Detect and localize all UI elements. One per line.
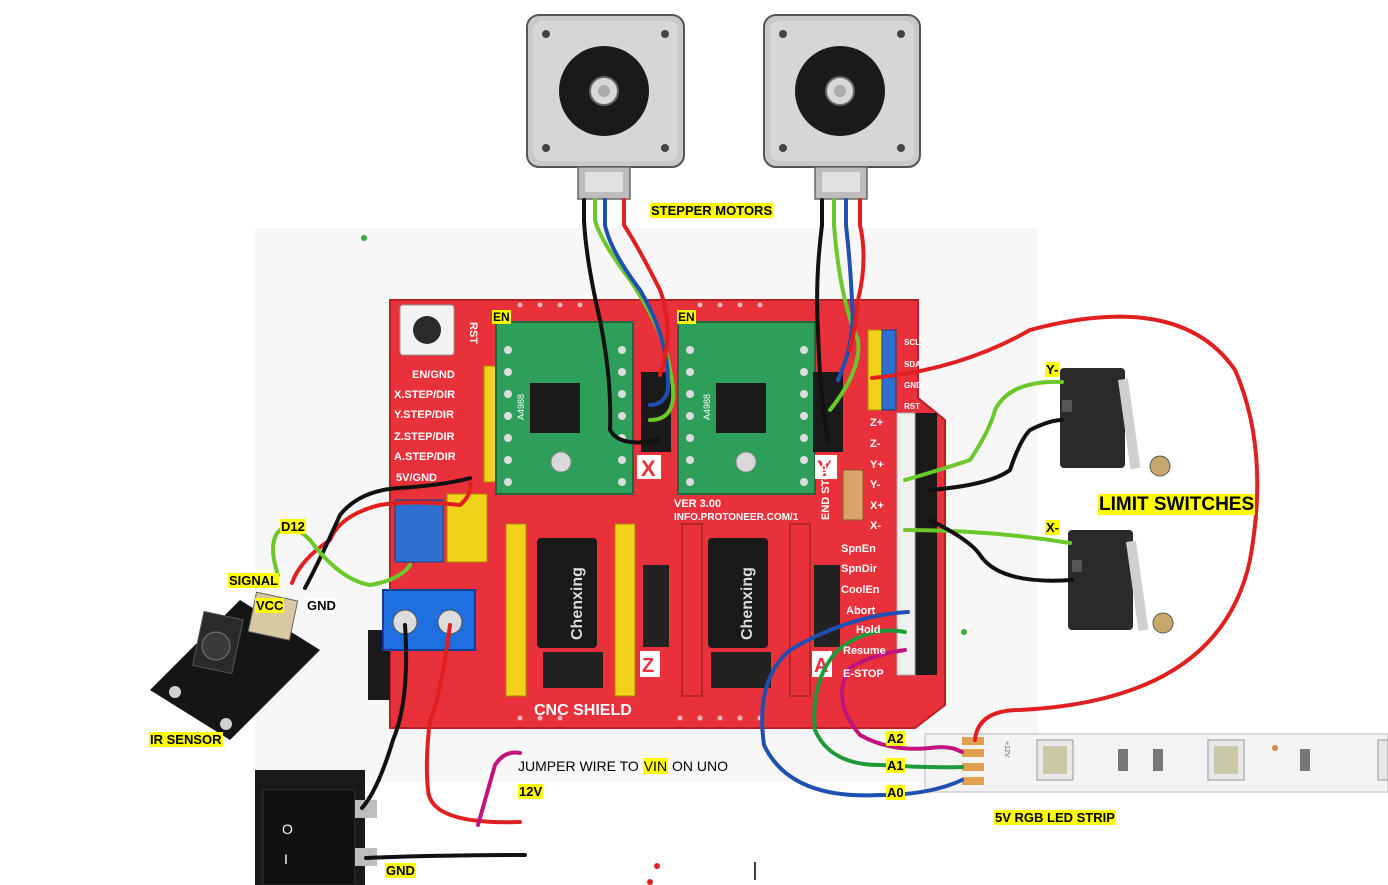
led-strip-label: 5V RGB LED STRIP — [994, 810, 1116, 825]
svg-text:O: O — [282, 821, 293, 837]
axis-z-letter: Z — [642, 655, 654, 677]
d12-label: D12 — [280, 519, 306, 534]
axis-y-letter: Y — [817, 456, 832, 481]
ir-sensor-label: IR SENSOR — [149, 732, 223, 747]
vcc-label: VCC — [255, 598, 285, 613]
control-coolen: CoolEn — [841, 584, 880, 596]
endstop-z-plus: Z+ — [870, 417, 884, 429]
gnd-ir-label: GND — [307, 598, 336, 613]
jumper-wire-note: JUMPER WIRE TO VIN ON UNO — [518, 758, 728, 774]
limit-switch-x — [1068, 530, 1174, 634]
i2c-sda: SDA — [904, 360, 921, 369]
a2-label: A2 — [886, 731, 905, 746]
stepper-driver-y — [677, 321, 816, 495]
board-website: INFO.PROTONEER.COM/1 — [674, 512, 799, 523]
stepper-motor-right — [763, 14, 921, 200]
control-abort: Abort — [846, 605, 876, 617]
capacitor-right-brand: Chenxing — [739, 567, 756, 640]
endstop-x-plus: X+ — [870, 500, 884, 512]
control-hold: Hold — [856, 624, 881, 636]
pin-label-5v-gnd: 5V/GND — [396, 472, 437, 484]
stepper-motor-left — [526, 14, 685, 200]
capacitor-left-brand: Chenxing — [569, 567, 586, 640]
wires — [271, 198, 1260, 860]
signal-label: SIGNAL — [228, 573, 280, 588]
v12-label: 12V — [518, 784, 544, 799]
gnd-bottom-label: GND — [385, 863, 416, 878]
rgb-led-strip — [924, 733, 1388, 793]
endstops-title: END STOPS — [820, 456, 832, 520]
control-resume: Resume — [843, 645, 886, 657]
en-label-right: EN — [677, 310, 696, 324]
endstop-header — [896, 412, 937, 676]
axis-x-letter: X — [641, 456, 656, 481]
svg-text:I: I — [284, 851, 288, 867]
pin-label-x-step: X.STEP/DIR — [394, 389, 456, 401]
pin-label-a-step: A.STEP/DIR — [394, 451, 456, 463]
jumper-suffix: ON UNO — [668, 758, 728, 774]
endstop-y-minus: Y- — [870, 479, 881, 491]
led-pad-12v: +12V — [1003, 741, 1010, 758]
driver-y-chip-label: A4988 — [702, 394, 712, 420]
y-minus-label: Y- — [1045, 362, 1060, 377]
driver-x-chip-label: A4988 — [516, 394, 526, 420]
limit-switches-label: LIMIT SWITCHES — [1098, 494, 1256, 515]
i2c-header — [867, 329, 897, 411]
endstop-x-minus: X- — [870, 520, 881, 532]
i2c-scl: SCL — [904, 338, 920, 347]
pin-label-z-step: Z.STEP/DIR — [394, 431, 455, 443]
axis-x-box — [637, 455, 661, 479]
rst-label: RST — [467, 322, 479, 344]
rocker-switch: O I — [255, 770, 377, 885]
a0-label: A0 — [886, 785, 905, 800]
x-minus-label: X- — [1045, 520, 1060, 535]
ir-sensor-module — [150, 591, 320, 740]
a1-label: A1 — [886, 758, 905, 773]
axis-y-box — [815, 455, 837, 479]
pin-label-y-step: Y.STEP/DIR — [394, 409, 454, 421]
endstop-y-plus: Y+ — [870, 459, 884, 471]
limit-switch-y — [1060, 368, 1171, 477]
control-spndir: SpnDir — [841, 563, 878, 575]
control-estop: E-STOP — [843, 668, 884, 680]
en-label-left: EN — [492, 310, 511, 324]
pin-label-en-gnd: EN/GND — [412, 369, 455, 381]
board-version: VER 3.00 — [674, 498, 722, 510]
jumper-vin: VIN — [642, 758, 669, 774]
power-terminal-block — [368, 589, 476, 700]
stepper-motors-label: STEPPER MOTORS — [650, 203, 774, 218]
i2c-rst: RST — [904, 402, 920, 411]
control-spnen: SpnEn — [841, 543, 876, 555]
endstop-z-minus: Z- — [870, 438, 881, 450]
i2c-gnd: GND — [904, 381, 922, 390]
resistor — [842, 469, 864, 521]
lower-sockets — [505, 523, 840, 697]
jumper-prefix: JUMPER WIRE TO — [518, 758, 643, 774]
board-title: CNC SHIELD — [534, 702, 632, 719]
